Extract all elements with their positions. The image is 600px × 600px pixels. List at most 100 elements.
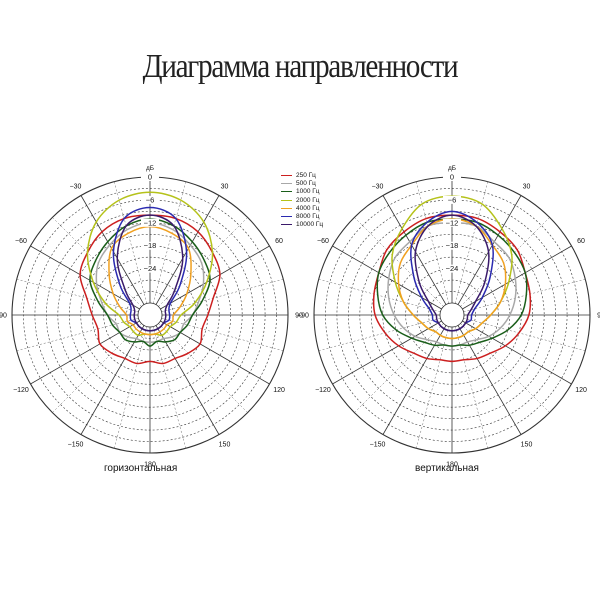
polar-spoke bbox=[161, 279, 284, 313]
series-line bbox=[79, 214, 221, 365]
series-line bbox=[397, 218, 507, 340]
legend-label: 4000 Гц bbox=[296, 204, 320, 212]
polar-spoke bbox=[460, 323, 550, 413]
polar-spoke bbox=[30, 320, 140, 385]
polar-spoke bbox=[454, 181, 488, 304]
series-line bbox=[376, 218, 528, 347]
polar-spoke bbox=[152, 181, 186, 304]
polar-spoke bbox=[152, 326, 186, 449]
polar-spoke bbox=[416, 181, 450, 304]
angle-label: −120 bbox=[315, 387, 331, 394]
legend-swatch bbox=[281, 199, 292, 201]
legend-swatch bbox=[281, 216, 292, 218]
legend-label: 1000 Гц bbox=[296, 188, 320, 196]
legend-swatch bbox=[281, 207, 292, 209]
polar-spoke bbox=[382, 325, 447, 435]
series-line bbox=[414, 214, 490, 332]
polar-spoke bbox=[160, 245, 270, 310]
angle-label: −30 bbox=[70, 183, 82, 190]
legend-label: 2000 Гц bbox=[296, 196, 320, 204]
polar-spoke bbox=[457, 195, 522, 305]
radial-tick-label: −12 bbox=[144, 218, 157, 227]
polar-spoke bbox=[382, 195, 447, 305]
tick-label-bg bbox=[141, 241, 159, 250]
angle-label: 90 bbox=[295, 313, 303, 320]
polar-spoke bbox=[114, 181, 148, 304]
polar-spoke bbox=[30, 245, 140, 310]
legend-swatch bbox=[281, 191, 292, 193]
polar-spoke bbox=[332, 320, 442, 385]
polar-spoke bbox=[463, 317, 586, 351]
angle-label: 180 bbox=[446, 462, 458, 469]
angle-label: 60 bbox=[577, 238, 585, 245]
page-title: Диаграмма направленности bbox=[142, 48, 459, 85]
polar-spoke bbox=[52, 217, 142, 307]
radial-tick-label: −6 bbox=[146, 195, 155, 204]
polar-spoke bbox=[158, 323, 248, 413]
polar-spoke bbox=[354, 217, 444, 307]
angle-label: 120 bbox=[273, 387, 285, 394]
angle-label: 150 bbox=[521, 442, 533, 449]
legend-label: 500 Гц bbox=[296, 179, 316, 187]
series-line bbox=[108, 225, 192, 336]
angle-label: 30 bbox=[523, 183, 531, 190]
polar-spoke bbox=[318, 317, 441, 351]
legend-item: 500 Гц bbox=[281, 179, 323, 187]
polar-spoke bbox=[457, 325, 522, 435]
polar-spoke bbox=[454, 326, 488, 449]
angle-label: 30 bbox=[221, 183, 229, 190]
polar-spoke bbox=[416, 326, 450, 449]
angle-label: −60 bbox=[15, 238, 27, 245]
series-line bbox=[95, 222, 205, 344]
polar-spoke bbox=[16, 279, 139, 313]
angle-label: −150 bbox=[68, 442, 84, 449]
caption-vertical: вертикальная bbox=[415, 463, 479, 474]
legend-item: 8000 Гц bbox=[281, 212, 323, 220]
polar-spoke bbox=[80, 325, 145, 435]
radial-tick-label: −6 bbox=[448, 195, 457, 204]
unit-label: дБ bbox=[448, 165, 456, 172]
polar-spoke bbox=[155, 325, 220, 435]
tick-label-bg bbox=[141, 173, 159, 181]
tick-label-bg bbox=[443, 218, 461, 227]
radial-tick-label: −18 bbox=[144, 241, 157, 250]
legend-swatch bbox=[281, 182, 292, 184]
tick-label-bg bbox=[443, 264, 461, 273]
angle-label: 60 bbox=[275, 238, 283, 245]
tick-label-bg bbox=[443, 195, 461, 204]
polar-spoke bbox=[354, 323, 444, 413]
legend-label: 8000 Гц bbox=[296, 213, 320, 221]
angle-label: 120 bbox=[575, 387, 587, 394]
angle-label: 90 bbox=[597, 313, 600, 320]
legend-item: 4000 Гц bbox=[281, 204, 323, 212]
polar-spoke bbox=[161, 317, 284, 351]
caption-horizontal: горизонтальная bbox=[104, 463, 178, 474]
tick-label-bg bbox=[141, 195, 159, 204]
polar-spoke bbox=[332, 245, 442, 310]
angle-label: −90 bbox=[297, 313, 309, 320]
radial-tick-label: −18 bbox=[446, 241, 459, 250]
radial-tick-label: 0 bbox=[148, 173, 152, 182]
legend-item: 2000 Гц bbox=[281, 196, 323, 204]
legend-swatch bbox=[281, 174, 292, 176]
polar-spoke bbox=[462, 245, 572, 310]
radial-tick-label: −24 bbox=[144, 264, 157, 273]
polar-spoke bbox=[160, 320, 270, 385]
radial-tick-label: 0 bbox=[450, 173, 454, 182]
polar-center bbox=[439, 302, 465, 328]
polar-spoke bbox=[16, 317, 139, 351]
angle-label: −120 bbox=[13, 387, 29, 394]
series-line bbox=[89, 218, 211, 347]
polar-spoke bbox=[462, 320, 572, 385]
legend-label: 250 Гц bbox=[296, 171, 316, 179]
legend-swatch bbox=[281, 224, 292, 226]
series-line bbox=[116, 214, 184, 332]
legend-label: 10000 Гц bbox=[296, 221, 324, 229]
polar-spoke bbox=[80, 195, 145, 305]
tick-label-bg bbox=[141, 264, 159, 273]
angle-label: 180 bbox=[144, 462, 156, 469]
polar-spoke bbox=[155, 195, 220, 305]
angle-label: −150 bbox=[370, 442, 386, 449]
tick-label-bg bbox=[443, 241, 461, 250]
